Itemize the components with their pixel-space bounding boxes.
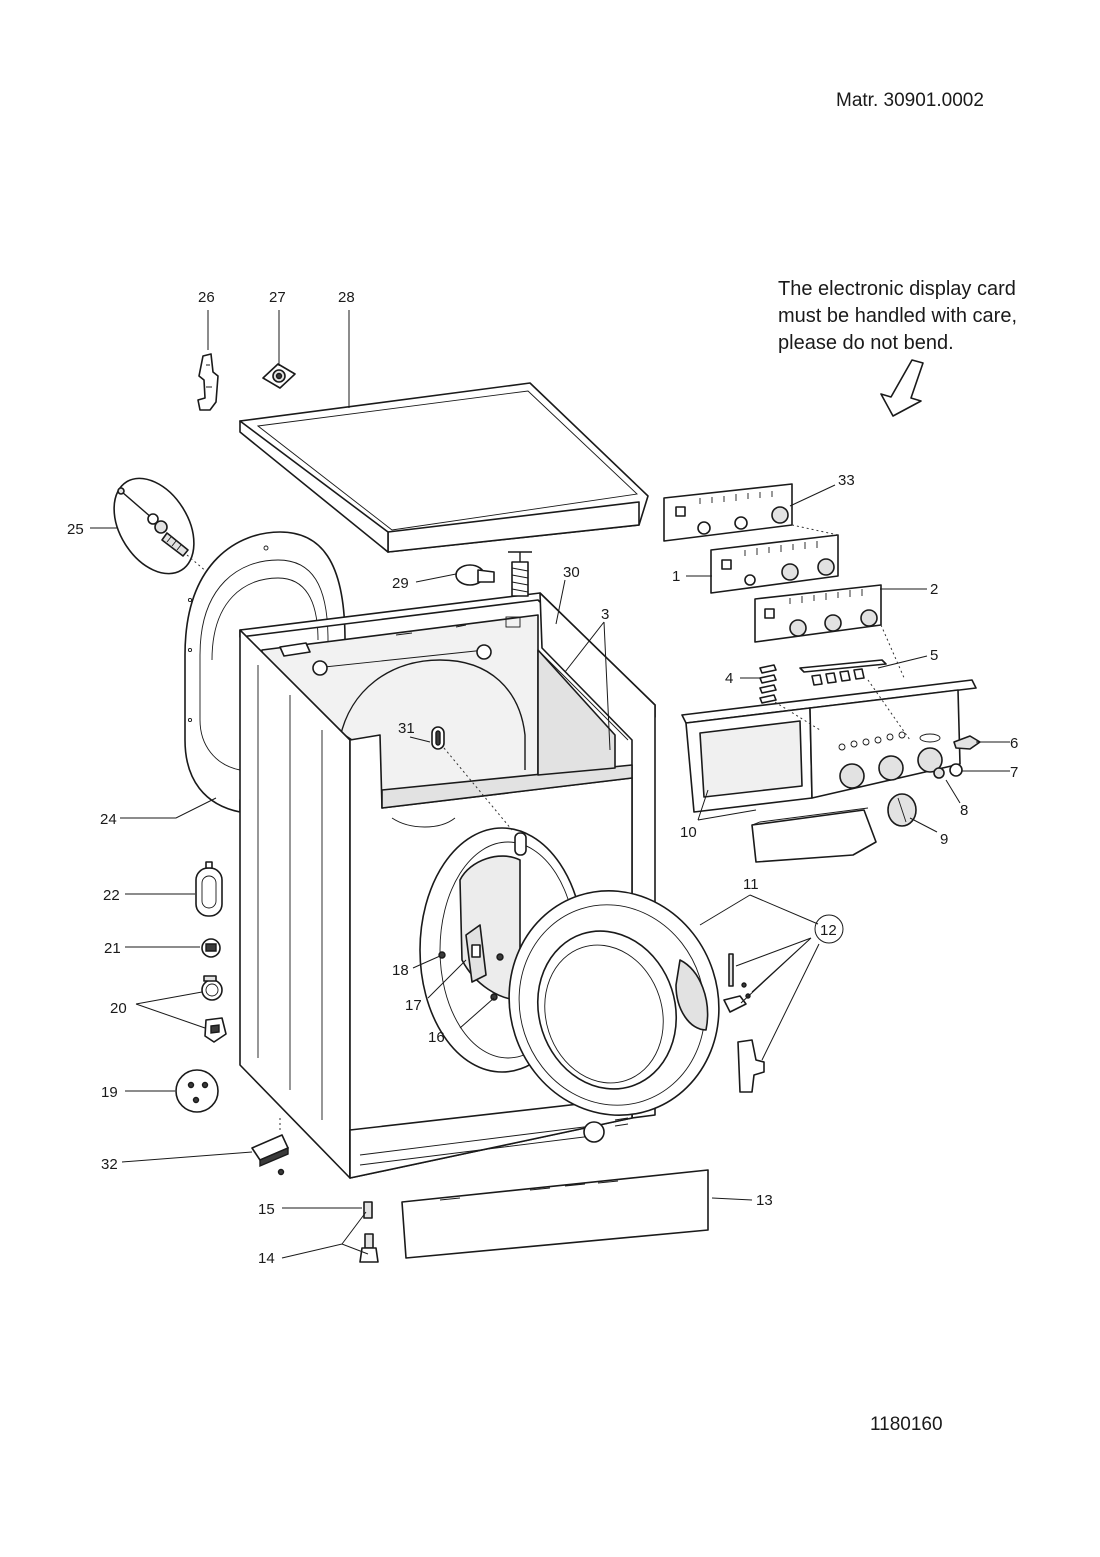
part-tie-rod-assembly xyxy=(113,477,195,575)
label-part-12-circle xyxy=(814,914,844,944)
part-foot-bracket xyxy=(251,1134,289,1176)
leader-lines xyxy=(90,310,1010,1259)
label-part-31: 31 xyxy=(398,720,415,737)
handling-note-line: must be handled with care, xyxy=(778,305,1018,327)
part-door-hook-slot xyxy=(431,726,527,856)
part-control-panel xyxy=(681,679,977,813)
handling-note-line: The electronic display card xyxy=(778,278,1016,300)
part-hinge-pin xyxy=(728,953,734,987)
part-plinth xyxy=(401,1169,709,1259)
label-part-12: 12 xyxy=(820,922,837,939)
part-control-board-2 xyxy=(754,584,882,643)
label-part-5: 5 xyxy=(930,647,938,664)
part-detergent-drawer xyxy=(751,807,877,863)
label-part-21: 21 xyxy=(104,940,121,957)
part-push-buttons xyxy=(799,659,887,686)
part-hose-clamp xyxy=(455,564,495,586)
part-selector-knob xyxy=(887,793,917,827)
part-light-guides xyxy=(759,664,777,704)
part-knob-small xyxy=(953,735,981,750)
label-part-33: 33 xyxy=(838,472,855,489)
label-part-11: 11 xyxy=(743,876,759,893)
part-adjustable-foot xyxy=(359,1233,379,1263)
part-counterweight-cover xyxy=(175,1069,219,1113)
part-foot-spring xyxy=(363,1201,373,1219)
part-control-board-33 xyxy=(663,483,793,542)
part-grommet xyxy=(201,938,221,958)
label-part-3: 3 xyxy=(601,606,609,623)
down-arrow-icon xyxy=(880,359,924,417)
part-knob-insert xyxy=(933,767,945,779)
label-part-20: 20 xyxy=(110,1000,127,1017)
part-door-assembly xyxy=(508,890,720,1116)
label-part-28: 28 xyxy=(338,289,355,306)
label-part-9: 9 xyxy=(940,831,948,848)
part-top-bracket xyxy=(262,363,296,389)
label-part-19: 19 xyxy=(101,1084,118,1101)
label-part-16: 16 xyxy=(428,1029,445,1046)
material-code: Matr. 30901.0002 xyxy=(836,90,984,111)
part-control-board-1 xyxy=(710,534,839,594)
document-number: 1180160 xyxy=(870,1414,943,1435)
part-door-interlock xyxy=(438,924,504,1001)
part-spring xyxy=(508,551,532,597)
label-part-2: 2 xyxy=(930,581,938,598)
label-part-15: 15 xyxy=(258,1201,275,1218)
label-part-8: 8 xyxy=(960,802,968,819)
label-part-24: 24 xyxy=(100,811,117,828)
label-part-4: 4 xyxy=(725,670,733,687)
label-part-32: 32 xyxy=(101,1156,118,1173)
label-part-13: 13 xyxy=(756,1192,773,1209)
label-part-6: 6 xyxy=(1010,735,1018,752)
label-part-26: 26 xyxy=(198,289,215,306)
part-hose-clamp-ring xyxy=(201,975,223,1001)
part-top-cover xyxy=(239,382,649,553)
label-part-18: 18 xyxy=(392,962,409,979)
label-part-29: 29 xyxy=(392,575,409,592)
part-hose-bracket xyxy=(204,1017,227,1043)
part-hinge-clip xyxy=(723,982,751,1013)
label-part-14: 14 xyxy=(258,1250,275,1267)
handling-note-line: please do not bend. xyxy=(778,332,954,354)
label-part-27: 27 xyxy=(269,289,286,306)
label-part-22: 22 xyxy=(103,887,120,904)
part-lid-hook xyxy=(197,353,219,411)
handling-note: The electronic display card must be hand… xyxy=(778,276,1017,357)
part-number-labels: 26 27 28 33 25 29 30 1 2 3 5 4 31 6 7 8 … xyxy=(67,289,1018,1267)
label-part-10: 10 xyxy=(680,824,697,841)
label-part-17: 17 xyxy=(405,997,422,1014)
label-part-30: 30 xyxy=(563,564,580,581)
label-part-7: 7 xyxy=(1010,764,1018,781)
label-part-25: 25 xyxy=(67,521,84,538)
label-part-1: 1 xyxy=(672,568,680,585)
part-door-handle xyxy=(737,1039,765,1093)
part-cover-plug xyxy=(195,861,223,917)
part-knob-cap xyxy=(949,763,963,777)
